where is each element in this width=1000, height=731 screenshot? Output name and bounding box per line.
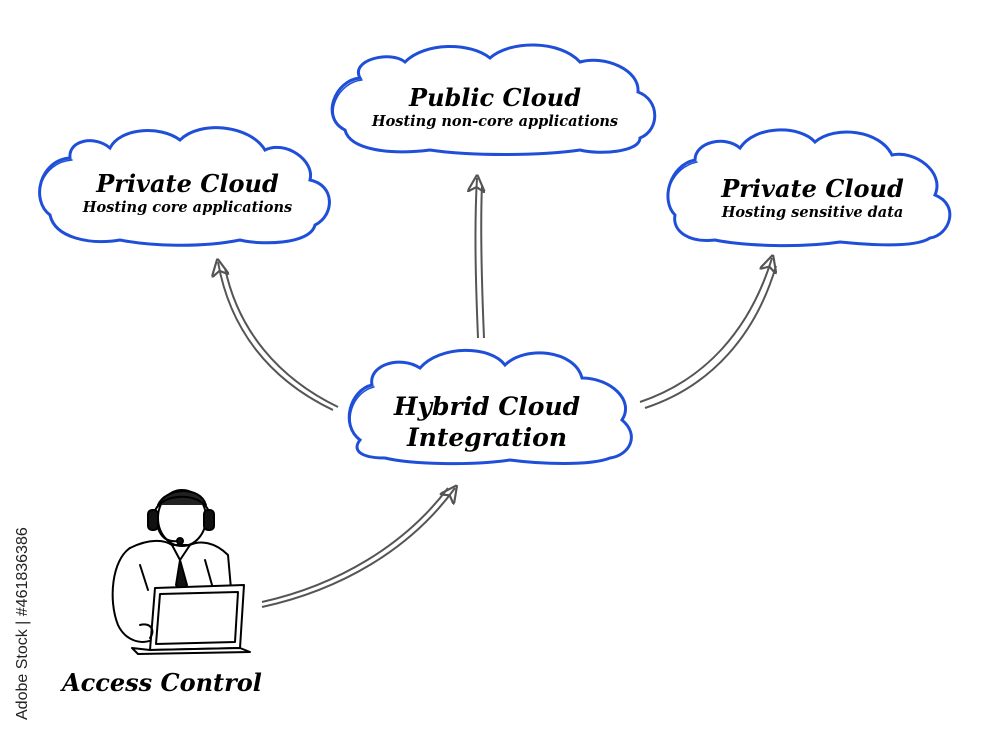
stock-id-watermark: Adobe Stock | #461836386 (14, 527, 31, 720)
access-control-label: Access Control (62, 668, 262, 697)
arrow-hybrid-to-private-sensitive (639, 258, 776, 409)
cloud-hybrid-title-line2: Integration (406, 423, 568, 452)
cloud-private-core: Private Cloud Hosting core applications (55, 170, 320, 218)
cloud-private-core-outline (38, 126, 331, 247)
arrow-hybrid-to-private-core (218, 262, 339, 411)
cloud-public-subtitle: Hosting non-core applications (371, 113, 619, 130)
operator-illustration (111, 489, 251, 655)
arrow-hybrid-to-public (475, 178, 484, 339)
cloud-private-core-title: Private Cloud (96, 169, 279, 198)
cloud-private-sensitive-subtitle: Hosting sensitive data (721, 204, 904, 221)
cloud-private-sensitive: Private Cloud Hosting sensitive data (675, 175, 950, 223)
arrow-access-to-hybrid (261, 488, 455, 608)
cloud-public-title: Public Cloud (409, 83, 581, 112)
cloud-private-sensitive-title: Private Cloud (721, 174, 904, 203)
cloud-hybrid: Hybrid Cloud Integration (352, 391, 622, 453)
cloud-hybrid-outline (347, 348, 633, 466)
cloud-private-core-subtitle: Hosting core applications (82, 199, 293, 216)
cloud-private-sensitive-outline (666, 128, 952, 248)
cloud-hybrid-title-line1: Hybrid Cloud (393, 392, 581, 421)
cloud-public: Public Cloud Hosting non-core applicatio… (335, 84, 655, 132)
cloud-public-outline (330, 43, 657, 156)
